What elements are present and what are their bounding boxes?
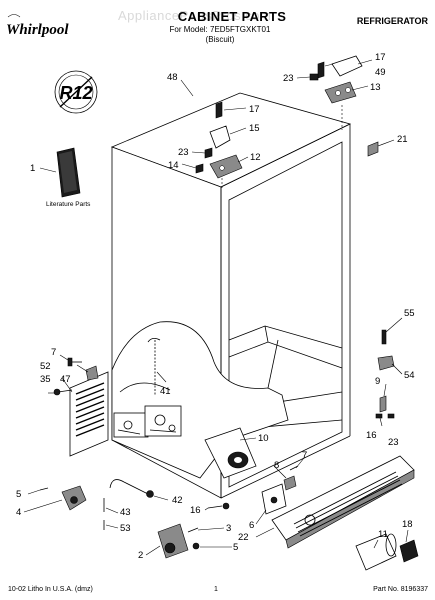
callout-16: 16 bbox=[366, 430, 377, 441]
watermark: AppliancePartsPros.com bbox=[118, 8, 271, 23]
callout-21: 21 bbox=[397, 134, 408, 145]
part-22-base-grille bbox=[271, 455, 415, 549]
callout-22: 22 bbox=[238, 532, 249, 543]
part-3-screw-icon bbox=[187, 527, 199, 533]
part-52-clip bbox=[85, 365, 99, 381]
callout-12: 12 bbox=[250, 152, 261, 163]
literature-parts: Literature Parts bbox=[39, 147, 91, 208]
model-line: For Model: 7ED5FTGXKT01 bbox=[170, 25, 271, 34]
leader-lines bbox=[23, 59, 409, 556]
part-35-screw-icon bbox=[53, 388, 61, 396]
literature-label: Literature Parts bbox=[46, 201, 91, 208]
callout-42: 42 bbox=[172, 495, 183, 506]
callout-4: 4 bbox=[16, 507, 21, 518]
part-7-screw-b-icon bbox=[289, 465, 299, 471]
part-14-screw-icon bbox=[195, 163, 204, 174]
machine-compartment bbox=[111, 321, 289, 479]
callout-5: 5 bbox=[16, 489, 21, 500]
part-5-screw-b-icon bbox=[192, 542, 200, 550]
callout-7-b: 7 bbox=[302, 450, 307, 461]
callout-11: 11 bbox=[378, 529, 388, 540]
part-11-filter-cartridge bbox=[355, 533, 397, 571]
part-18-cap bbox=[399, 539, 419, 563]
callout-13: 13 bbox=[370, 82, 381, 93]
callout-1: 1 bbox=[30, 163, 35, 174]
category-title: REFRIGERATOR bbox=[357, 16, 429, 26]
litho-note: 10-02 Litho In U.S.A. (dmz) bbox=[8, 586, 93, 593]
part-49-hinge-cover bbox=[331, 55, 363, 77]
callout-7: 7 bbox=[51, 347, 56, 358]
part-5-screw-icon bbox=[39, 487, 49, 491]
callout-15: 15 bbox=[249, 123, 260, 134]
brand-logo: Whirlpool bbox=[6, 14, 69, 38]
callout-2: 2 bbox=[138, 550, 143, 561]
callout-47: 47 bbox=[60, 374, 71, 385]
callout-18: 18 bbox=[402, 519, 413, 530]
part-23-screw-b-icon bbox=[204, 147, 213, 159]
part-21-plug bbox=[367, 141, 379, 157]
part-23-screw-icon bbox=[309, 73, 319, 81]
top-hinge-right bbox=[309, 55, 363, 130]
callout-41: 41 bbox=[160, 386, 171, 397]
left-fasteners bbox=[53, 357, 99, 396]
callout-54: 54 bbox=[404, 370, 415, 381]
part-2-roller-bracket bbox=[157, 523, 189, 559]
callout-23-b: 23 bbox=[178, 147, 189, 158]
callout-53: 53 bbox=[120, 523, 131, 534]
part-47-louver-panel bbox=[69, 371, 109, 457]
callout-5-b: 5 bbox=[233, 542, 238, 553]
top-hinge-center bbox=[195, 101, 243, 190]
part-10-drain bbox=[204, 427, 257, 479]
part-9-bracket bbox=[379, 395, 387, 413]
brand-swoosh-icon bbox=[7, 14, 21, 18]
part-54-foot bbox=[377, 355, 395, 371]
callout-49: 49 bbox=[375, 67, 386, 78]
part-42-tube bbox=[109, 479, 154, 498]
callout-10: 10 bbox=[258, 433, 269, 444]
part-15-bracket bbox=[209, 125, 231, 149]
callout-48: 48 bbox=[167, 72, 178, 83]
part-16-screw-icon bbox=[375, 413, 383, 419]
callout-8: 8 bbox=[274, 460, 279, 471]
part-number: Part No. 8196337 bbox=[373, 586, 428, 593]
callout-16-b: 16 bbox=[190, 505, 201, 516]
part-17-screw-b-icon bbox=[215, 101, 223, 119]
callout-23-c: 23 bbox=[388, 437, 399, 448]
brand-name: Whirlpool bbox=[6, 22, 69, 38]
color-line: (Biscuit) bbox=[206, 35, 235, 44]
callout-3: 3 bbox=[226, 523, 231, 534]
callout-17: 17 bbox=[375, 52, 386, 63]
right-fasteners bbox=[375, 329, 395, 419]
callout-55: 55 bbox=[404, 308, 415, 319]
part-8-clip bbox=[283, 475, 297, 491]
footer: 10-02 Litho In U.S.A. (dmz) 1 Part No. 8… bbox=[8, 586, 428, 593]
part-16-screw-b-icon bbox=[207, 505, 223, 509]
r12-text: R12 bbox=[59, 83, 92, 103]
page-title: CABINET PARTS bbox=[178, 9, 286, 24]
callout-14: 14 bbox=[168, 160, 179, 171]
part-23-screw-c-icon bbox=[387, 413, 395, 419]
part-17-screw-icon bbox=[317, 61, 325, 79]
part-12-hinge bbox=[209, 154, 243, 179]
callout-35: 35 bbox=[40, 374, 51, 385]
callout-52: 52 bbox=[40, 361, 51, 372]
compressor-assembly bbox=[113, 405, 182, 438]
part-7-screw-icon bbox=[67, 357, 73, 367]
page-number: 1 bbox=[214, 586, 218, 593]
callout-17-b: 17 bbox=[249, 104, 260, 115]
callout-23: 23 bbox=[283, 73, 294, 84]
callout-9: 9 bbox=[375, 376, 380, 387]
r12-badge: R12 bbox=[54, 70, 98, 114]
callout-43: 43 bbox=[120, 507, 131, 518]
part-55-screw-icon bbox=[381, 329, 387, 345]
header: AppliancePartsPros.com Whirlpool CABINET… bbox=[6, 8, 428, 44]
cabinet bbox=[110, 92, 352, 499]
callout-6: 6 bbox=[249, 520, 254, 531]
callout-numbers: 48 17 49 23 13 17 15 23 14 12 21 1 55 7 … bbox=[16, 52, 415, 561]
